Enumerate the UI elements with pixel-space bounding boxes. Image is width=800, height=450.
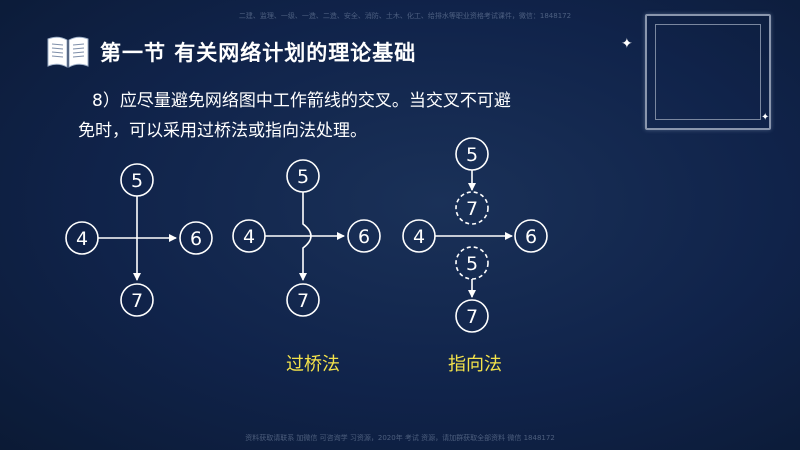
node-4-label: 4 — [413, 226, 425, 248]
decorative-frame-inner — [655, 24, 761, 120]
sparkle-icon-small: ✦ — [761, 112, 770, 123]
diagram-pointer — [402, 137, 548, 333]
node-6 — [347, 219, 381, 253]
diagram-crossing — [65, 163, 213, 317]
diagram-bridge-labels: 5 4 6 7 — [243, 166, 370, 312]
node-6 — [514, 219, 548, 253]
node-6-label: 6 — [190, 228, 202, 250]
node-4 — [402, 219, 436, 253]
node-5-pointer-label: 5 — [466, 253, 478, 275]
watermark-bottom: 资料获取请联系 加微信 可咨询学 习资源，2020年 考试 资源，请加群获取全部… — [245, 434, 555, 442]
diagram-pointer-labels: 5 7 4 6 5 7 — [413, 144, 537, 328]
node-7 — [286, 283, 320, 317]
node-7 — [455, 299, 489, 333]
diagram-crossing-labels: 5 4 6 7 — [76, 170, 202, 312]
book-icon — [47, 36, 89, 68]
node-7-pointer-label: 7 — [466, 198, 478, 220]
node-6-label: 6 — [525, 226, 537, 248]
node-7 — [120, 283, 154, 317]
decorative-frame — [645, 14, 771, 130]
sparkle-icon: ✦ — [621, 36, 633, 52]
node-7-label: 7 — [466, 306, 478, 328]
node-4-label: 4 — [243, 226, 255, 248]
node-7-label: 7 — [131, 290, 143, 312]
diagram-bridge — [232, 159, 381, 317]
page-title: 第一节 有关网络计划的理论基础 — [100, 41, 417, 65]
node-5 — [286, 159, 320, 193]
paragraph-line-1: 8）应尽量避免网络图中工作箭线的交叉。当交叉不可避 — [92, 91, 511, 111]
node-6-label: 6 — [358, 226, 370, 248]
node-5-label: 5 — [131, 170, 143, 192]
node-4-label: 4 — [76, 228, 88, 250]
title-bar: 第一节 有关网络计划的理论基础 — [46, 32, 416, 72]
node-5 — [120, 163, 154, 197]
node-7-label: 7 — [297, 290, 309, 312]
node-5-label: 5 — [297, 166, 309, 188]
node-6 — [179, 221, 213, 255]
paragraph: 8）应尽量避免网络图中工作箭线的交叉。当交叉不可避 免时，可以采用过桥法或指向法… — [78, 86, 558, 146]
caption-bridge-method: 过桥法 — [286, 354, 340, 375]
node-4 — [65, 221, 99, 255]
caption-pointer-method: 指向法 — [448, 354, 502, 375]
arrow-5-7-bridge — [299, 192, 312, 281]
node-4 — [232, 219, 266, 253]
node-5-pointer — [455, 246, 489, 280]
node-5-label: 5 — [466, 144, 478, 166]
watermark-top: 二建、监理、一级、一造、二造、安全、消防、土木、化工、给排水等职业资格考试课件，… — [238, 12, 572, 20]
node-5-top — [455, 137, 489, 171]
paragraph-line-2: 免时，可以采用过桥法或指向法处理。 — [78, 121, 367, 141]
node-7-pointer — [455, 191, 489, 225]
